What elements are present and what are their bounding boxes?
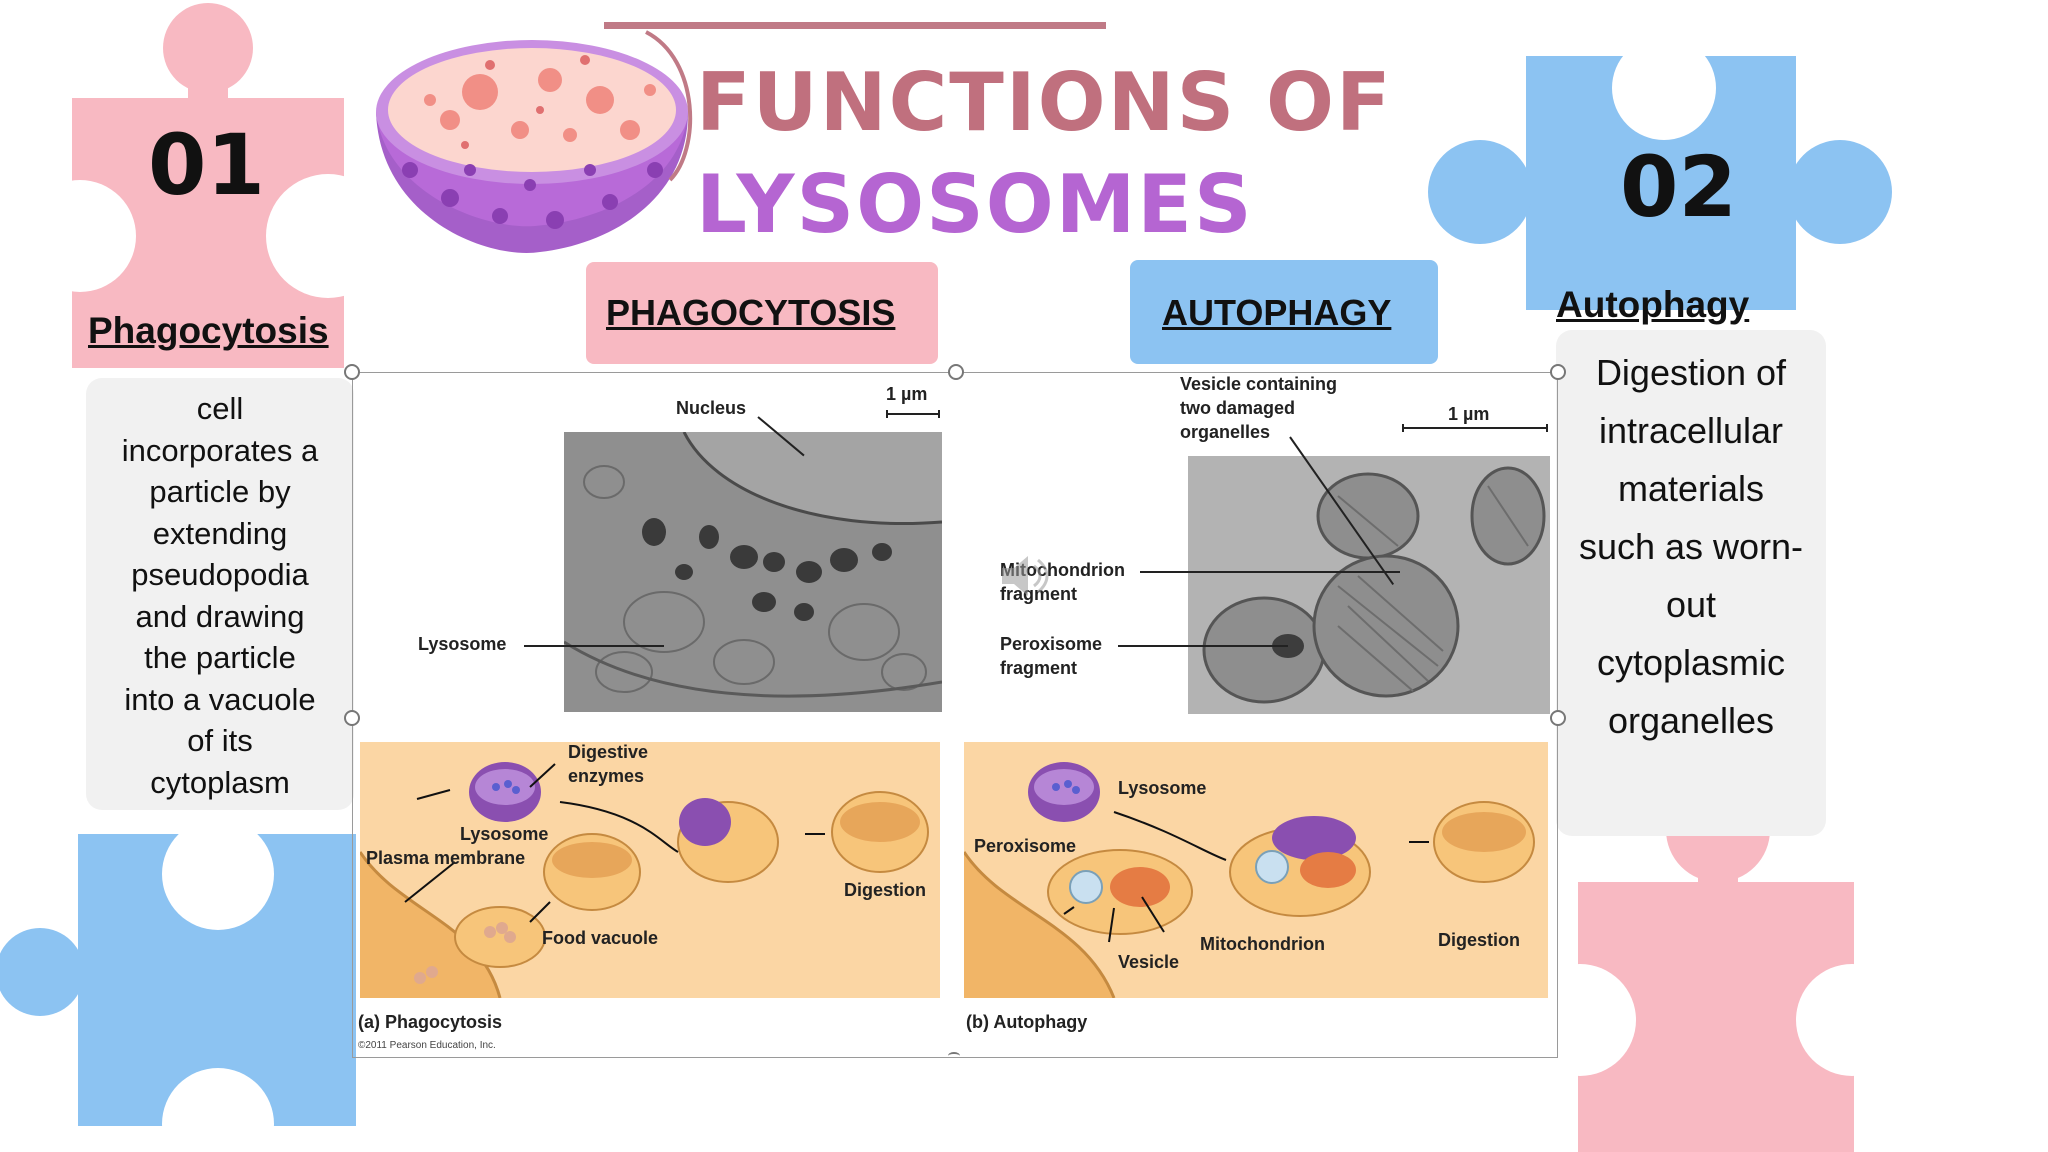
label-vesicle-2: two damaged <box>1180 398 1296 418</box>
desc-line: pseudopodia <box>131 557 309 592</box>
speaker-icon[interactable] <box>996 548 1052 604</box>
resize-handle[interactable] <box>948 1052 960 1060</box>
desc-line: cytoplasmic <box>1596 642 1786 683</box>
phagocytosis-description: cell incorporates a particle by extendin… <box>86 378 354 810</box>
desc-line: the particle <box>144 640 296 675</box>
autophagy-diagram <box>964 762 1535 998</box>
desc-line: organelles <box>1607 700 1775 741</box>
title-line-2: LYSOSOMES <box>696 158 1254 251</box>
desc-line: cell <box>196 391 244 426</box>
label-nucleus: Nucleus <box>676 398 747 418</box>
leader-line <box>1140 571 1400 573</box>
label-scale-left: 1 µm <box>886 384 928 404</box>
desc-line: into a vacuole <box>124 681 316 717</box>
lysosome-illustration <box>376 30 693 253</box>
scale-bar-right <box>1402 424 1548 432</box>
desc-line: cytoplasm <box>150 764 290 800</box>
caption-a: (a) Phagocytosis <box>358 1012 503 1032</box>
desc-line: materials <box>1617 468 1765 509</box>
phagocytosis-heading: Phagocytosis <box>88 310 329 351</box>
title-rule <box>604 22 1106 29</box>
tab-phagocytosis[interactable]: PHAGOCYTOSIS <box>586 262 938 364</box>
label-perox-fragment-1: Peroxisome <box>1000 634 1103 654</box>
desc-line: particle by <box>149 474 291 509</box>
title-line-1: FUNCTIONS OF <box>696 56 1393 149</box>
label-lysosome-em: Lysosome <box>418 634 507 654</box>
desc-line: and drawing <box>135 598 305 634</box>
label-plasma-membrane: Plasma membrane <box>366 848 526 868</box>
card-number-02: 02 <box>1620 138 1737 236</box>
label-mitochondrion-b: Mitochondrion <box>1200 934 1325 954</box>
label-vesicle-b: Vesicle <box>1118 952 1180 972</box>
label-perox-fragment-2: fragment <box>1000 658 1078 678</box>
label-lysosome-a: Lysosome <box>460 824 549 844</box>
micrograph-phagocytosis <box>564 432 942 712</box>
label-mito-fragment-2: fragment <box>1000 584 1078 604</box>
resize-handle[interactable] <box>948 364 964 380</box>
puzzle-piece-blue-bottom-left <box>0 820 356 1152</box>
tab-phagocytosis-label: PHAGOCYTOSIS <box>606 292 896 333</box>
label-vesicle-1: Vesicle containing <box>1180 374 1338 394</box>
scale-bar-left <box>886 410 940 418</box>
label-food-vacuole: Food vacuole <box>542 928 659 948</box>
resize-handle[interactable] <box>344 710 360 726</box>
puzzle-piece-pink-bottom-right <box>1560 778 1908 1152</box>
resize-handle[interactable] <box>1550 364 1566 380</box>
label-mito-fragment-1: Mitochondrion <box>1000 560 1125 580</box>
label-digestion-a: Digestion <box>844 880 927 900</box>
autophagy-heading: Autophagy <box>1556 284 1750 325</box>
caption-b: (b) Autophagy <box>966 1012 1088 1032</box>
leader-line <box>1118 645 1288 647</box>
puzzle-piece-blue-top-right <box>1428 40 1892 310</box>
desc-line: incorporates a <box>121 432 319 468</box>
label-digestive-1: Digestive <box>568 742 649 762</box>
card-number-01: 01 <box>148 116 265 214</box>
tab-autophagy[interactable]: AUTOPHAGY <box>1130 260 1438 364</box>
autophagy-description: Digestion of intracellular materials suc… <box>1556 330 1826 836</box>
label-scale-right: 1 µm <box>1448 404 1490 424</box>
resize-handle[interactable] <box>1550 710 1566 726</box>
desc-line: intracellular <box>1598 410 1784 451</box>
desc-line: such as worn- <box>1578 526 1804 567</box>
resize-handle[interactable] <box>344 364 360 380</box>
label-peroxisome-b: Peroxisome <box>974 836 1077 856</box>
puzzle-piece-pink-top-left <box>24 3 360 368</box>
phagocytosis-diagram <box>360 762 929 998</box>
label-lysosome-b: Lysosome <box>1118 778 1207 798</box>
desc-line: extending <box>152 515 288 551</box>
leader-line <box>524 645 664 647</box>
label-vesicle-3: organelles <box>1180 422 1271 442</box>
desc-line: of its <box>187 723 253 758</box>
desc-line: Digestion of <box>1595 352 1787 393</box>
micrograph-autophagy <box>1188 456 1550 714</box>
tab-autophagy-label: AUTOPHAGY <box>1162 292 1392 333</box>
desc-line: out <box>1665 584 1717 625</box>
label-digestion-b: Digestion <box>1438 930 1521 950</box>
label-digestive-2: enzymes <box>568 766 645 786</box>
copyright-text: ©2011 Pearson Education, Inc. <box>358 1040 496 1051</box>
